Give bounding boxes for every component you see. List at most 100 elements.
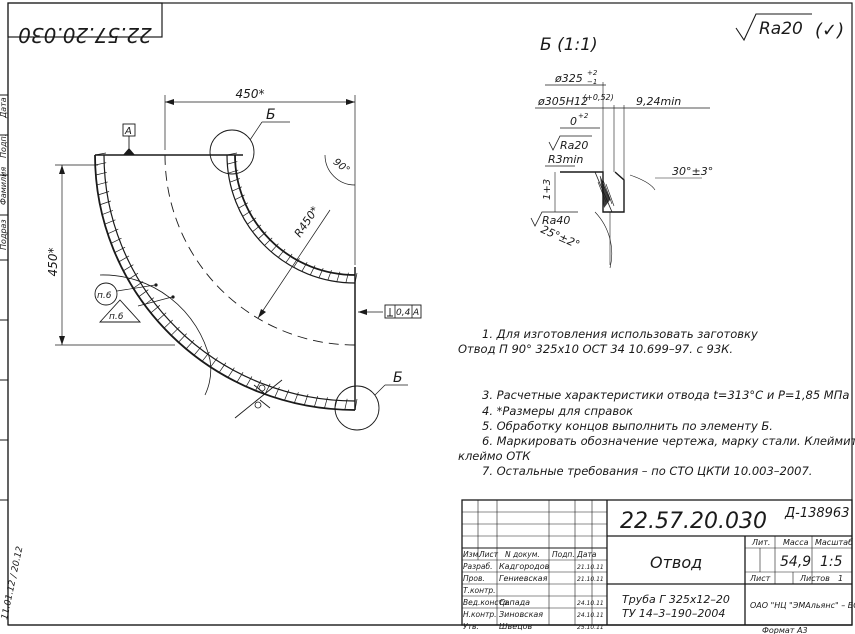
tb-mass-value: 54,9 bbox=[780, 554, 811, 570]
tb-row-date: 21.10.11 bbox=[577, 564, 604, 571]
perpendicularity-icon bbox=[387, 308, 393, 317]
side-scribble: 11.01.12 / 20.12 bbox=[0, 545, 25, 620]
note-4: 4. *Размеры для справок bbox=[482, 404, 634, 418]
note-5: 5. Обработку концов выполнить по элемент… bbox=[482, 419, 773, 433]
weld-zone-arc bbox=[99, 274, 212, 396]
tb-doc-number: 22.57.20.030 bbox=[620, 509, 767, 534]
dim-angle: 30°±3° bbox=[672, 165, 713, 178]
axis-arc bbox=[164, 154, 356, 346]
weld-symbol-2: п.6 bbox=[109, 312, 124, 322]
col-header-sign: Подп. bbox=[552, 550, 575, 559]
dim-inner: ø305Н12 bbox=[537, 95, 588, 108]
dim-inner-tol: (+0,52) bbox=[583, 93, 614, 102]
bevel-profile bbox=[560, 171, 625, 213]
roughness-general-text: Ra20 bbox=[759, 19, 803, 39]
detail-view: Б (1:1) ø325 +2 −1 ø305Н12 (+0,52) 9,24m… bbox=[530, 35, 713, 269]
tb-row-date: 24.10.11 bbox=[577, 612, 604, 619]
note-1-cont: Отвод П 90° 325х10 ОСТ 34 10.699–97. с 9… bbox=[458, 342, 733, 356]
note-6: 6. Маркировать обозначение чертежа, марк… bbox=[482, 434, 855, 448]
elbow-outer-wall-inner bbox=[103, 154, 356, 402]
detail-title: Б (1:1) bbox=[540, 35, 598, 55]
leader-b-bottom: Б bbox=[393, 370, 403, 386]
tb-row-name: Швецов bbox=[499, 622, 533, 631]
tolerance-value: 0,4 bbox=[396, 308, 411, 318]
dim-zero: 0 bbox=[570, 115, 577, 128]
tb-row-name: Сапада bbox=[499, 598, 530, 607]
note-1: 1. Для изготовления использовать заготов… bbox=[482, 327, 758, 341]
radius-label: R450* bbox=[292, 204, 322, 240]
leader-b-top: Б bbox=[266, 107, 276, 123]
dim-wall: 9,24min bbox=[636, 95, 681, 108]
tb-row-role: Пров. bbox=[463, 574, 485, 583]
roughness-general: Ra20 (✓) bbox=[735, 13, 844, 42]
tb-row-role: Т.контр. bbox=[463, 586, 496, 595]
side-strip: Дата Подп. Фамилия Подраз 11.01.12 / 20.… bbox=[0, 40, 26, 625]
mirrored-doc-number: 22.57.20.030 bbox=[7, 2, 163, 47]
tb-part-name: Отвод bbox=[650, 553, 702, 572]
wall-hatching bbox=[94, 152, 358, 411]
tb-col-lit: Лит. bbox=[751, 538, 770, 547]
weld-symbol-1: п.6 bbox=[97, 291, 112, 301]
tb-material-2: ТУ 14–3–190–2004 bbox=[622, 607, 725, 620]
tb-row-role: Н.контр. bbox=[463, 610, 497, 619]
detail-circle-top bbox=[209, 129, 255, 175]
dim-top: 450* bbox=[236, 87, 265, 101]
roughness-a: Ra20 bbox=[560, 139, 588, 152]
tolerance-frame bbox=[384, 304, 422, 319]
weld-symbol-triangle bbox=[98, 299, 142, 323]
tb-row-role: Вед.констр. bbox=[463, 598, 510, 607]
tolerance-datum: А bbox=[412, 308, 419, 318]
dim-zero-tol: +2 bbox=[578, 112, 589, 120]
elbow-inner-wall bbox=[234, 154, 356, 276]
tb-org-name: ОАО "НЦ "ЭМАльянс" – БОКБ КУ" bbox=[750, 601, 855, 610]
col-header-date: Дата bbox=[576, 550, 597, 559]
note-3: 3. Расчетные характеристики отвода t=313… bbox=[482, 388, 850, 402]
tb-row-date: 24.10.11 bbox=[577, 600, 604, 607]
side-label-dept: Подраз bbox=[0, 219, 8, 250]
tb-material-1: Труба Г 325х12–20 bbox=[622, 593, 730, 606]
tb-row-date: 25.10.11 bbox=[577, 624, 604, 631]
tb-scale-value: 1:5 bbox=[820, 554, 843, 570]
note-7: 7. Остальные требования – по СТО ЦКТИ 10… bbox=[482, 464, 813, 478]
note-6-cont: клеймо ОТК bbox=[458, 449, 531, 463]
col-header-izm: Изм. bbox=[463, 550, 481, 559]
dim-left: 450* bbox=[46, 248, 60, 277]
elbow-outer-wall bbox=[94, 154, 356, 411]
side-label-sign: Подп. bbox=[0, 134, 8, 158]
tb-sheet-label: Лист bbox=[749, 574, 771, 583]
tb-sheets-value: 1 bbox=[838, 574, 843, 583]
tb-sheets-label: Листов bbox=[799, 574, 830, 583]
mirrored-doc-number-text: 22.57.20.030 bbox=[18, 23, 152, 47]
title-block: Изм. Лист N докум. Подп. Дата Разраб. Кад… bbox=[461, 499, 855, 634]
tb-stamp-number: Д-138963 bbox=[784, 506, 849, 521]
tb-format: Формат А3 bbox=[762, 626, 808, 634]
angle-label: 90° bbox=[331, 157, 352, 177]
roughness-b: Ra40 bbox=[542, 214, 570, 227]
dim-outer: ø325 bbox=[554, 72, 583, 85]
tb-row-name: Зиновская bbox=[499, 610, 543, 619]
tb-row-date: 21.10.11 bbox=[577, 576, 604, 583]
tb-row-role: Утв. bbox=[463, 622, 479, 631]
main-view: 450* 450* А Б Б 90° R450* п.6 п.6 bbox=[46, 87, 422, 431]
tb-row-name: Гениевская bbox=[499, 574, 548, 583]
tb-row-name: Кадгородов bbox=[499, 562, 550, 571]
side-label-date: Дата bbox=[0, 97, 8, 119]
elbow-inner-wall-outer bbox=[226, 154, 356, 284]
dim-outer-tol-upper: +2 bbox=[587, 69, 598, 77]
weld-symbol-circle bbox=[94, 282, 118, 306]
tb-row-role: Разраб. bbox=[463, 562, 492, 571]
side-label-name: Фамилия bbox=[0, 167, 8, 205]
tb-col-mass: Масса bbox=[783, 538, 809, 547]
tb-col-scale: Масштаб bbox=[815, 538, 853, 547]
roughness-check-text: (✓) bbox=[815, 20, 844, 41]
dim-outer-tol-lower: −1 bbox=[587, 78, 597, 86]
dim-vertical: 1+3 bbox=[542, 179, 553, 200]
col-header-doc: N докум. bbox=[505, 550, 540, 559]
detail-circle-bottom bbox=[334, 385, 380, 431]
dim-chamfer: 25°±2° bbox=[539, 223, 582, 252]
radius-min: R3min bbox=[548, 153, 583, 166]
col-header-list: Лист bbox=[478, 550, 499, 559]
datum-a: А bbox=[124, 126, 132, 137]
